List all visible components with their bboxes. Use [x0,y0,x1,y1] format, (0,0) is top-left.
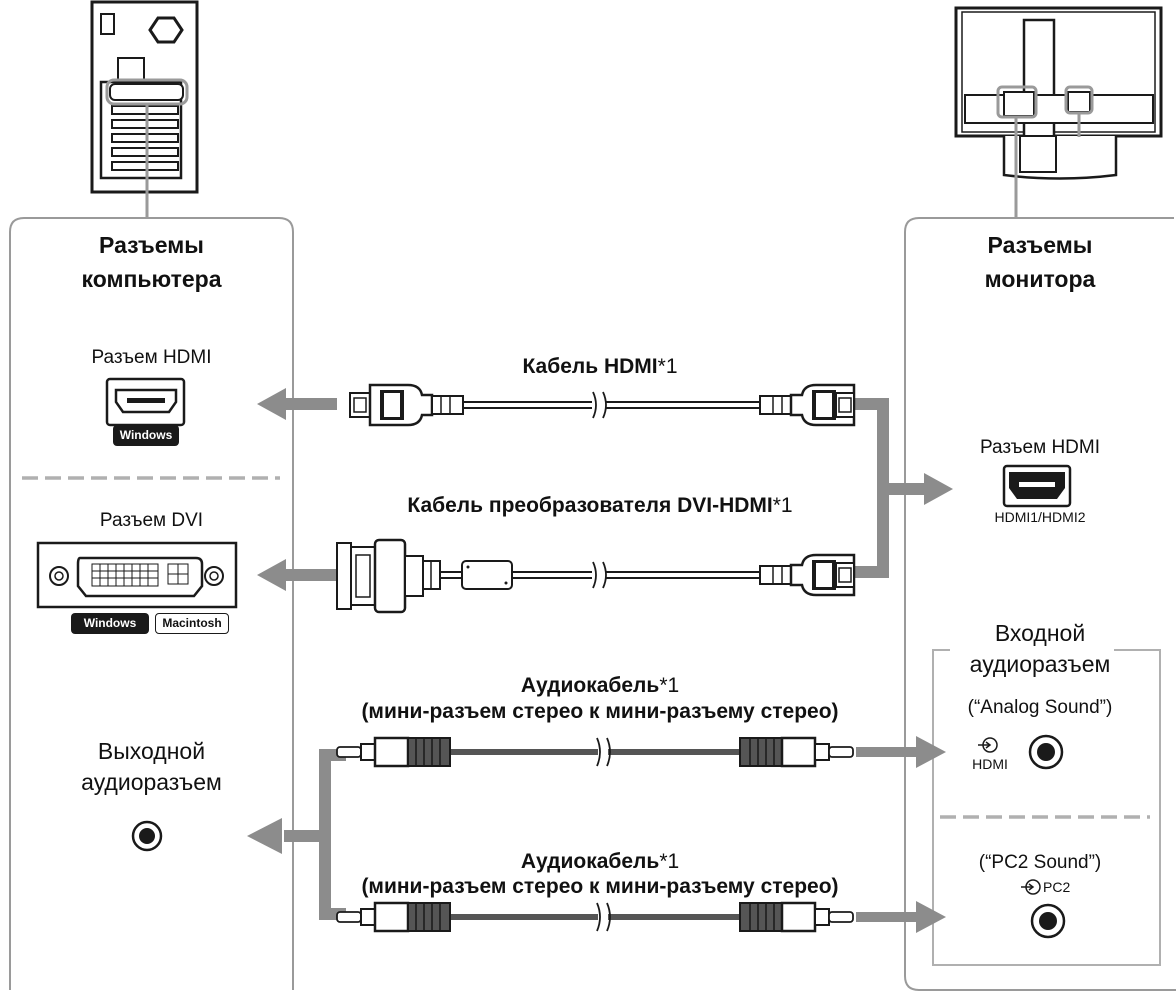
audio-cable-1-title: Аудиокабель*1 [300,673,900,698]
dvi-hdmi-cable-illustration [336,538,856,614]
dvi-hdmi-cable-title-text: Кабель преобразователя DVI-HDMI [407,494,773,517]
audio-in-label-line2: аудиоразъем [965,649,1115,680]
analog-hdmi-small-label: HDMI [972,756,1008,772]
computer-panel-title: Разъемы компьютера [10,228,293,296]
analog-sound-jack-icon [1028,734,1064,770]
monitor-panel-title-line2: монитора [984,266,1096,292]
audio-in-label: Входной аудиоразъем [905,618,1175,680]
monitor-panel-title-line1: Разъемы [987,232,1093,258]
hdmi-cable-title-text: Кабель HDMI [522,355,658,378]
monitor-rear-icon [954,6,1163,218]
dvi-hdmi-cable-title: Кабель преобразователя DVI-HDMI*1 [300,493,900,518]
computer-dvi-port-icon [36,541,238,609]
audio-cable-2-subtitle: (мини-разъем стерео к мини-разъему стере… [361,875,839,898]
computer-dvi-port-label: Разъем DVI [99,510,204,531]
computer-panel-title-line1: Разъемы [99,232,204,258]
macintosh-badge: Macintosh [155,613,229,634]
windows-badge: Windows [71,613,149,634]
computer-panel-border [9,217,294,990]
analog-input-icon [978,737,998,753]
analog-sound-label: (“Analog Sound”) [967,697,1113,718]
monitor-hdmi-port-sub: HDMI1/HDMI2 [994,509,1086,525]
audio-out-label-line1: Выходной [97,738,206,764]
footnote-mark: *1 [659,850,680,873]
monitor-panel-border [904,217,1176,991]
flow-arrows [247,388,953,933]
computer-panel-title-line2: компьютера [81,266,222,292]
footnote-mark: *1 [772,494,793,517]
pc2-input-icon [1021,879,1041,895]
audio-cable-1-subtitle: (мини-разъем стерео к мини-разъему стере… [361,700,839,723]
pc2-sound-label: (“PC2 Sound”) [978,852,1102,873]
audio-cable-2-title: Аудиокабель*1 [300,849,900,874]
audio-cable-1-illustration [336,736,854,768]
audio-in-bracket [932,649,1161,966]
footnote-mark: *1 [659,674,680,697]
pc2-sound-jack-icon [1030,903,1066,939]
audio-out-label: Выходной аудиоразъем [10,736,293,798]
audio-out-jack-icon [131,820,163,852]
monitor-hdmi-port-icon [1002,464,1072,508]
monitor-panel-title: Разъемы монитора [905,228,1175,296]
pc2-small-label: PC2 [1043,879,1071,895]
hdmi-cable-title: Кабель HDMI*1 [340,354,860,379]
computer-hdmi-port-label: Разъем HDMI [91,347,212,368]
monitor-hdmi-port-label: Разъем HDMI [979,437,1101,458]
footnote-mark: *1 [657,355,678,378]
hdmi-cable-illustration [349,383,856,427]
computer-rear-icon [90,0,199,218]
audio-cable-1-title-text: Аудиокабель [520,674,660,697]
windows-badge: Windows [113,425,179,446]
audio-out-label-line2: аудиоразъем [81,769,222,795]
audio-in-label-line1: Входной [994,620,1086,646]
audio-cable-2-illustration [336,901,854,933]
computer-hdmi-port-icon [105,377,186,427]
audio-cable-2-title-text: Аудиокабель [520,850,660,873]
